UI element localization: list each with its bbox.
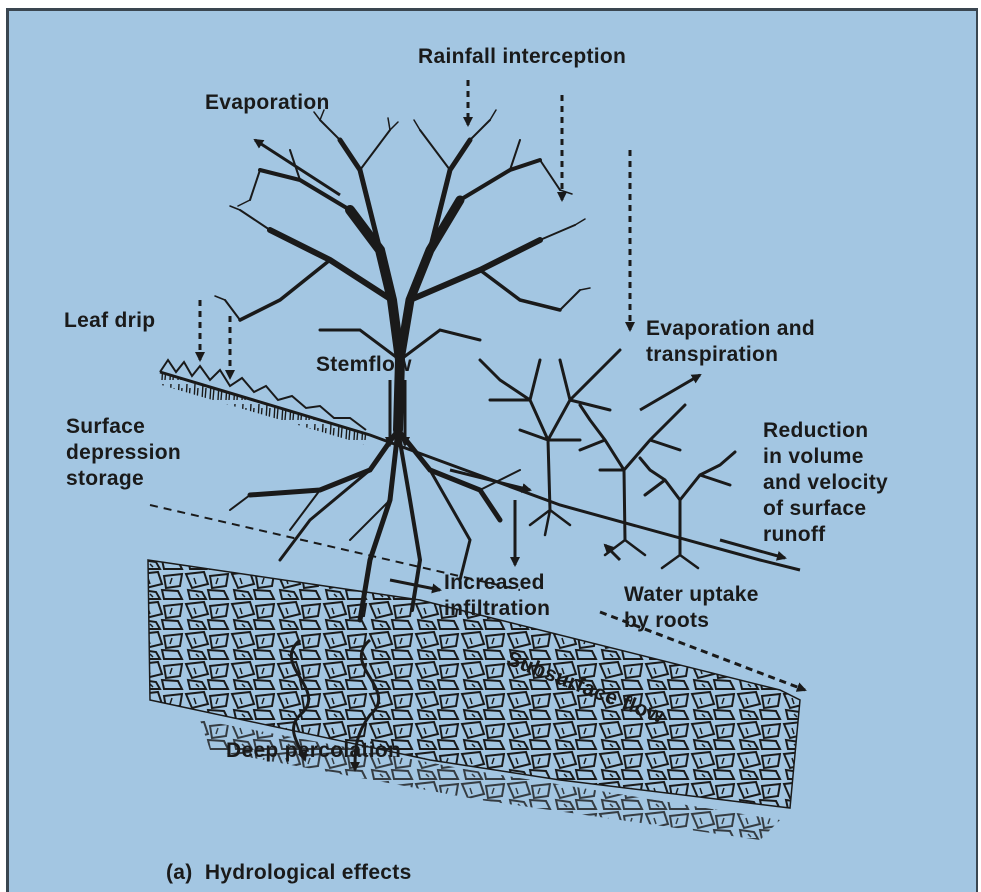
label-evaporation: Evaporation <box>205 90 330 116</box>
label-stemflow: Stemflow <box>316 352 412 378</box>
transpiration-arrow <box>640 375 700 410</box>
runoff-arrow-1 <box>450 470 530 490</box>
small-trees <box>480 350 735 568</box>
label-rainfall-interception: Rainfall interception <box>418 44 626 70</box>
ground-surface <box>158 360 800 570</box>
label-deep-percolation: Deep percolation <box>226 738 401 764</box>
evaporation-arrow <box>255 140 340 195</box>
label-water-uptake: Water uptake by roots <box>624 582 759 634</box>
figure-caption: (a) Hydrological effects <box>166 860 412 886</box>
label-increased-infiltration: Increased infiltration <box>444 570 550 622</box>
label-evaporation-transpiration: Evaporation and transpiration <box>646 316 815 368</box>
label-leaf-drip: Leaf drip <box>64 308 155 334</box>
label-reduction-runoff: Reduction in volume and velocity of surf… <box>763 418 888 548</box>
label-surface-depression-storage: Surface depression storage <box>66 414 181 492</box>
